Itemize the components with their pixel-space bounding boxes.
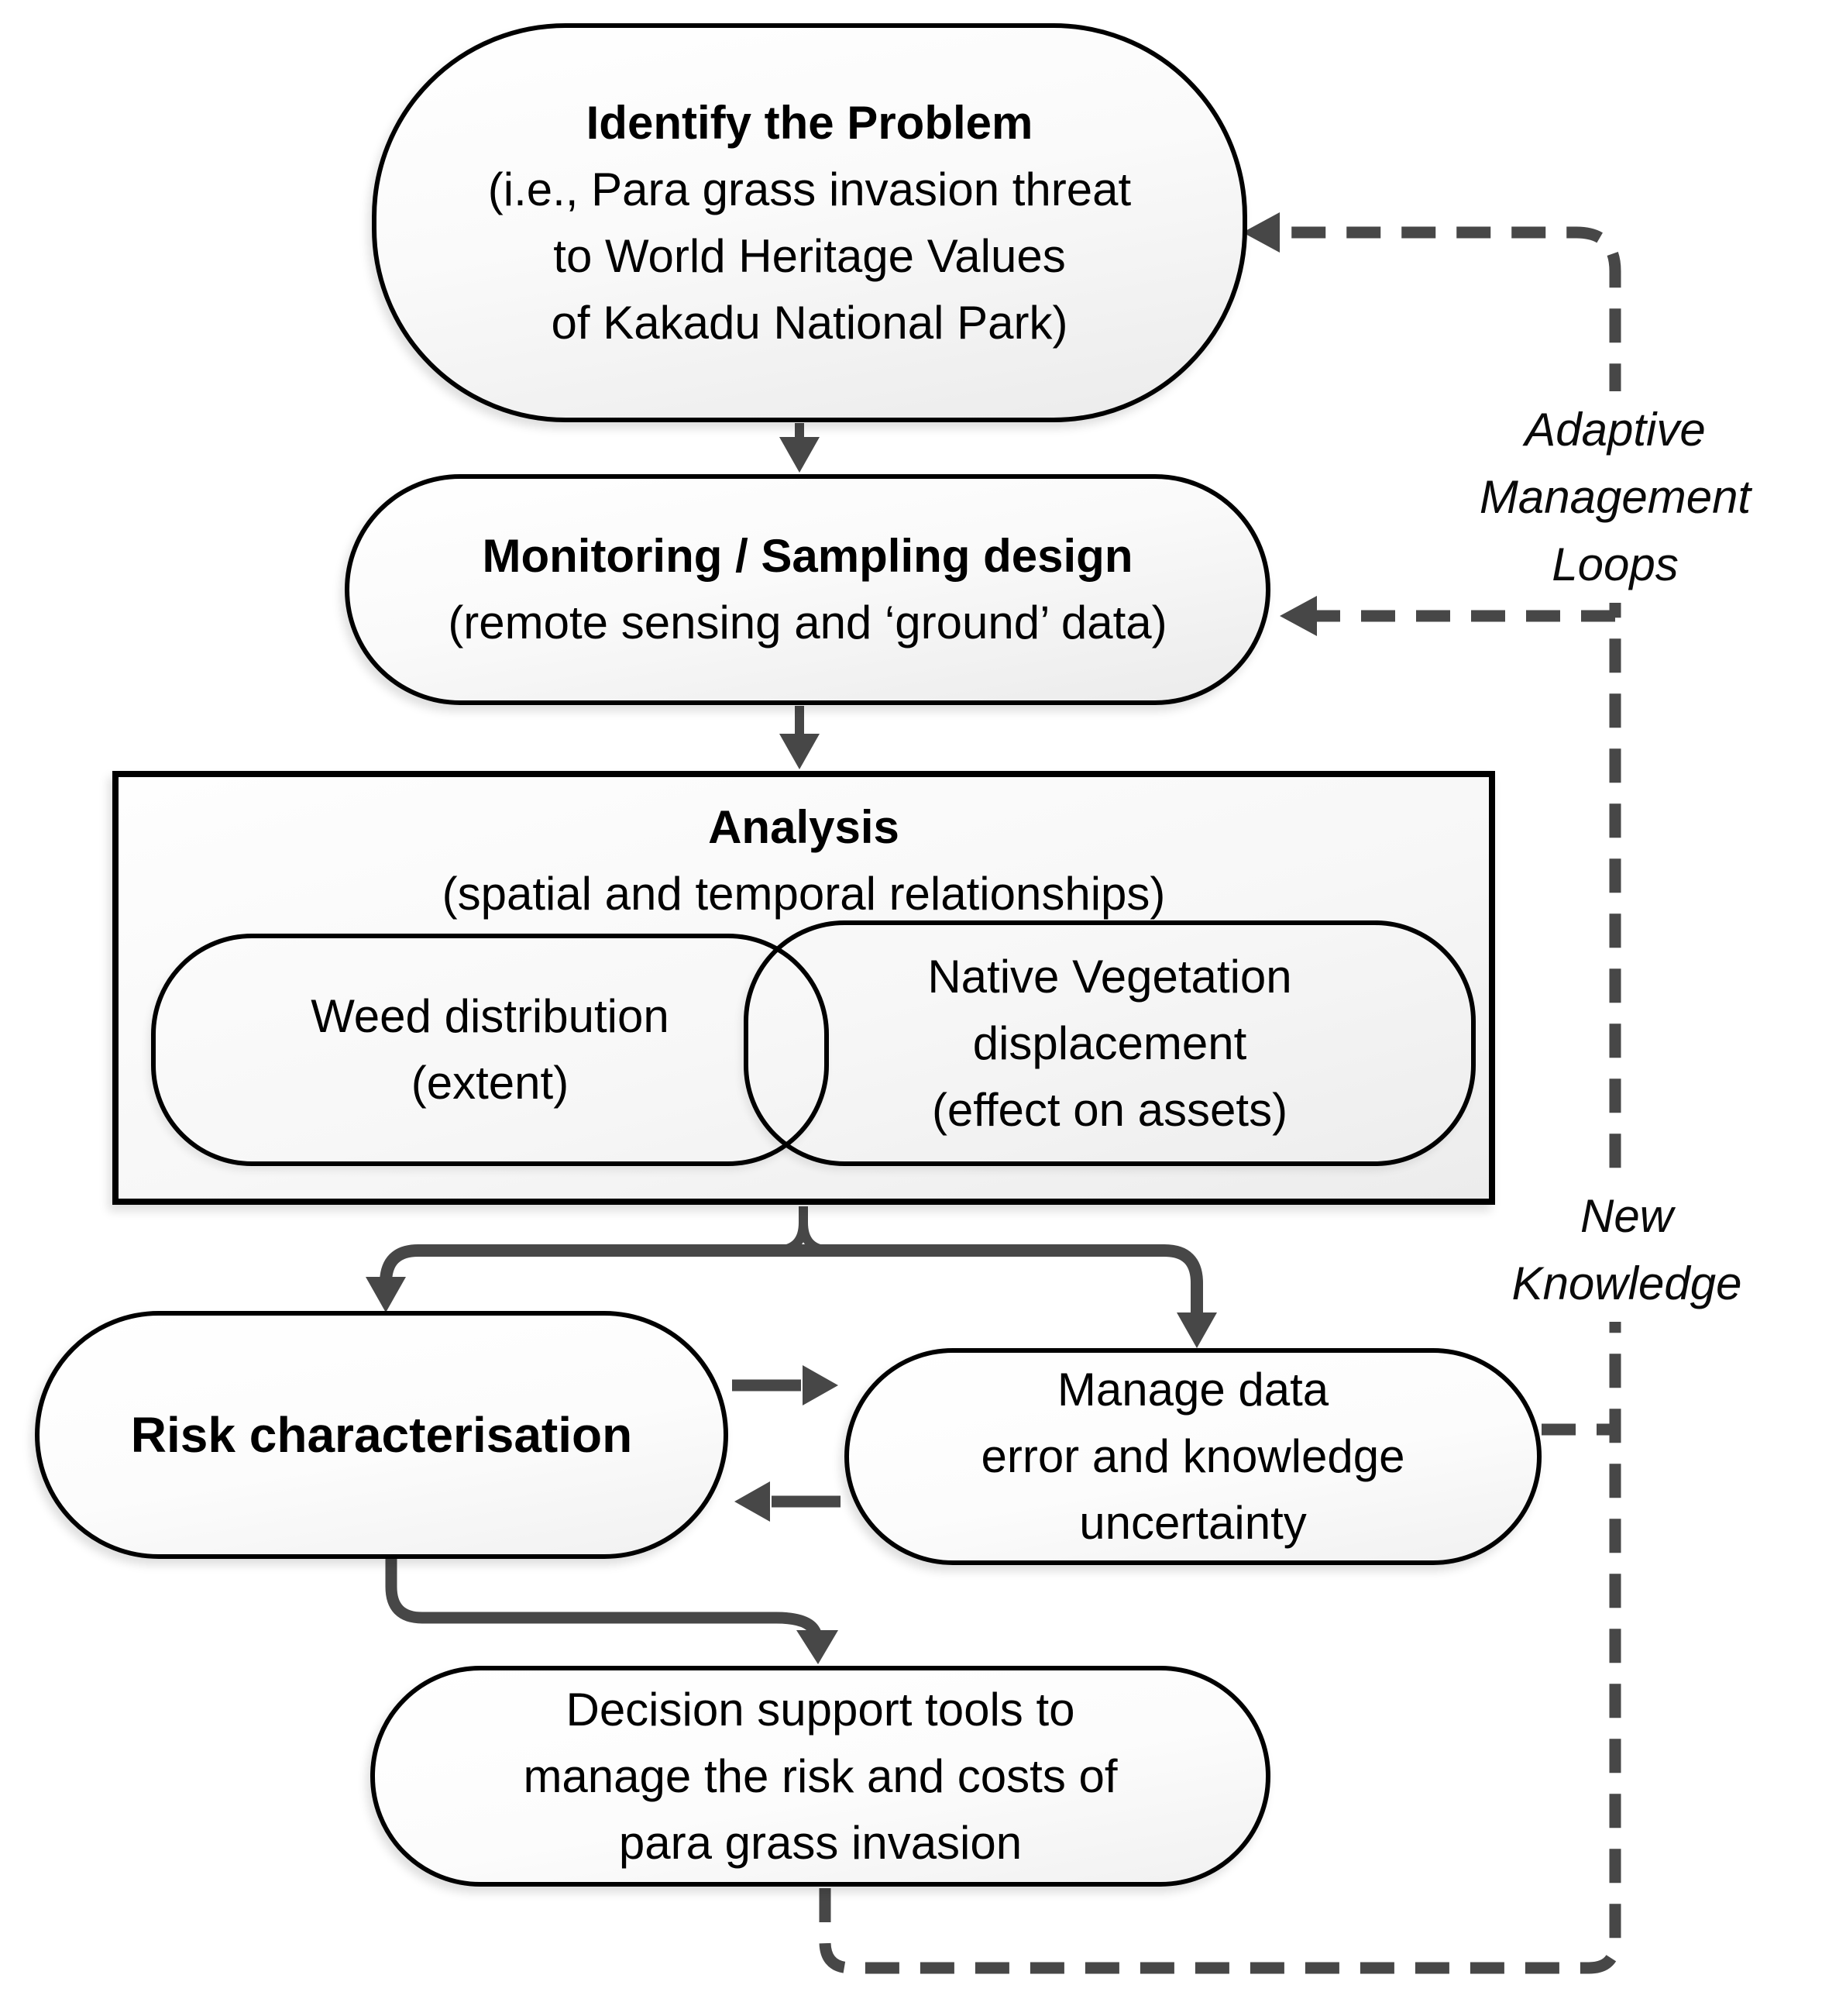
identify-line: (i.e., Para grass invasion threat — [487, 163, 1132, 215]
arrow-identify-to-monitoring — [779, 423, 820, 473]
node-decision-support-tools: Decision support tools to manage the ris… — [370, 1666, 1270, 1887]
dashed-branch-to-monitoring — [1280, 596, 1615, 636]
decision-line: para grass invasion — [618, 1816, 1023, 1869]
split-connector-analysis-to-risk-and-manage — [366, 1206, 1217, 1348]
decision-title-bold: Decision support tools — [566, 1683, 1023, 1736]
adaptive-loop-dashed-path — [819, 212, 1621, 1974]
decision-title-rest: to — [1023, 1683, 1075, 1736]
node-risk-characterisation: Risk characterisation — [35, 1311, 728, 1559]
native-line: Native Vegetation — [927, 950, 1292, 1003]
label-line: New — [1580, 1190, 1674, 1242]
manage-line: error and knowledge — [981, 1430, 1405, 1482]
decision-line-1: Decision support tools to — [566, 1677, 1074, 1743]
arrow-monitoring-to-analysis — [779, 706, 820, 769]
manage-line: uncertainty — [1079, 1497, 1307, 1549]
node-monitoring-sampling-design: Monitoring / Sampling design (remote sen… — [345, 474, 1270, 705]
decision-line: manage the risk and costs of — [523, 1749, 1118, 1802]
node-identify-problem: Identify the Problem (i.e., Para grass i… — [372, 23, 1247, 422]
analysis-subtitle: (spatial and temporal relationships) — [442, 868, 1166, 920]
identify-line: of Kakadu National Park) — [551, 296, 1068, 349]
arrow-risk-to-decision — [385, 1557, 838, 1664]
manage-line: Manage data — [1057, 1364, 1329, 1416]
identify-line: to World Heritage Values — [553, 229, 1066, 282]
label-line: Management — [1479, 471, 1752, 523]
analysis-title: Analysis — [708, 801, 899, 853]
weed-line: (extent) — [411, 1057, 569, 1109]
node-manage-data-error: Manage data error and knowledge uncertai… — [844, 1348, 1542, 1565]
node-weed-distribution: Weed distribution (extent) — [151, 934, 829, 1166]
weed-line: Weed distribution — [311, 990, 669, 1042]
monitoring-subtitle: (remote sensing and ‘ground’ data) — [448, 597, 1167, 648]
risk-title: Risk characterisation — [130, 1407, 633, 1463]
label-new-knowledge: New Knowledge — [1460, 1178, 1793, 1322]
label-line: Knowledge — [1511, 1257, 1742, 1309]
label-line: Adaptive — [1525, 404, 1706, 456]
label-adaptive-management-loops: Adaptive Management Loops — [1429, 391, 1801, 603]
label-line: Loops — [1552, 538, 1679, 590]
node-native-vegetation-displacement: Native Vegetation displacement (effect o… — [744, 920, 1476, 1166]
arrow-risk-to-manage — [732, 1365, 838, 1405]
arrow-manage-to-risk — [734, 1481, 841, 1522]
native-line: displacement — [972, 1017, 1247, 1069]
monitoring-title: Monitoring / Sampling design — [482, 530, 1133, 582]
identify-title: Identify the Problem — [586, 96, 1033, 149]
native-line: (effect on assets) — [931, 1083, 1288, 1136]
